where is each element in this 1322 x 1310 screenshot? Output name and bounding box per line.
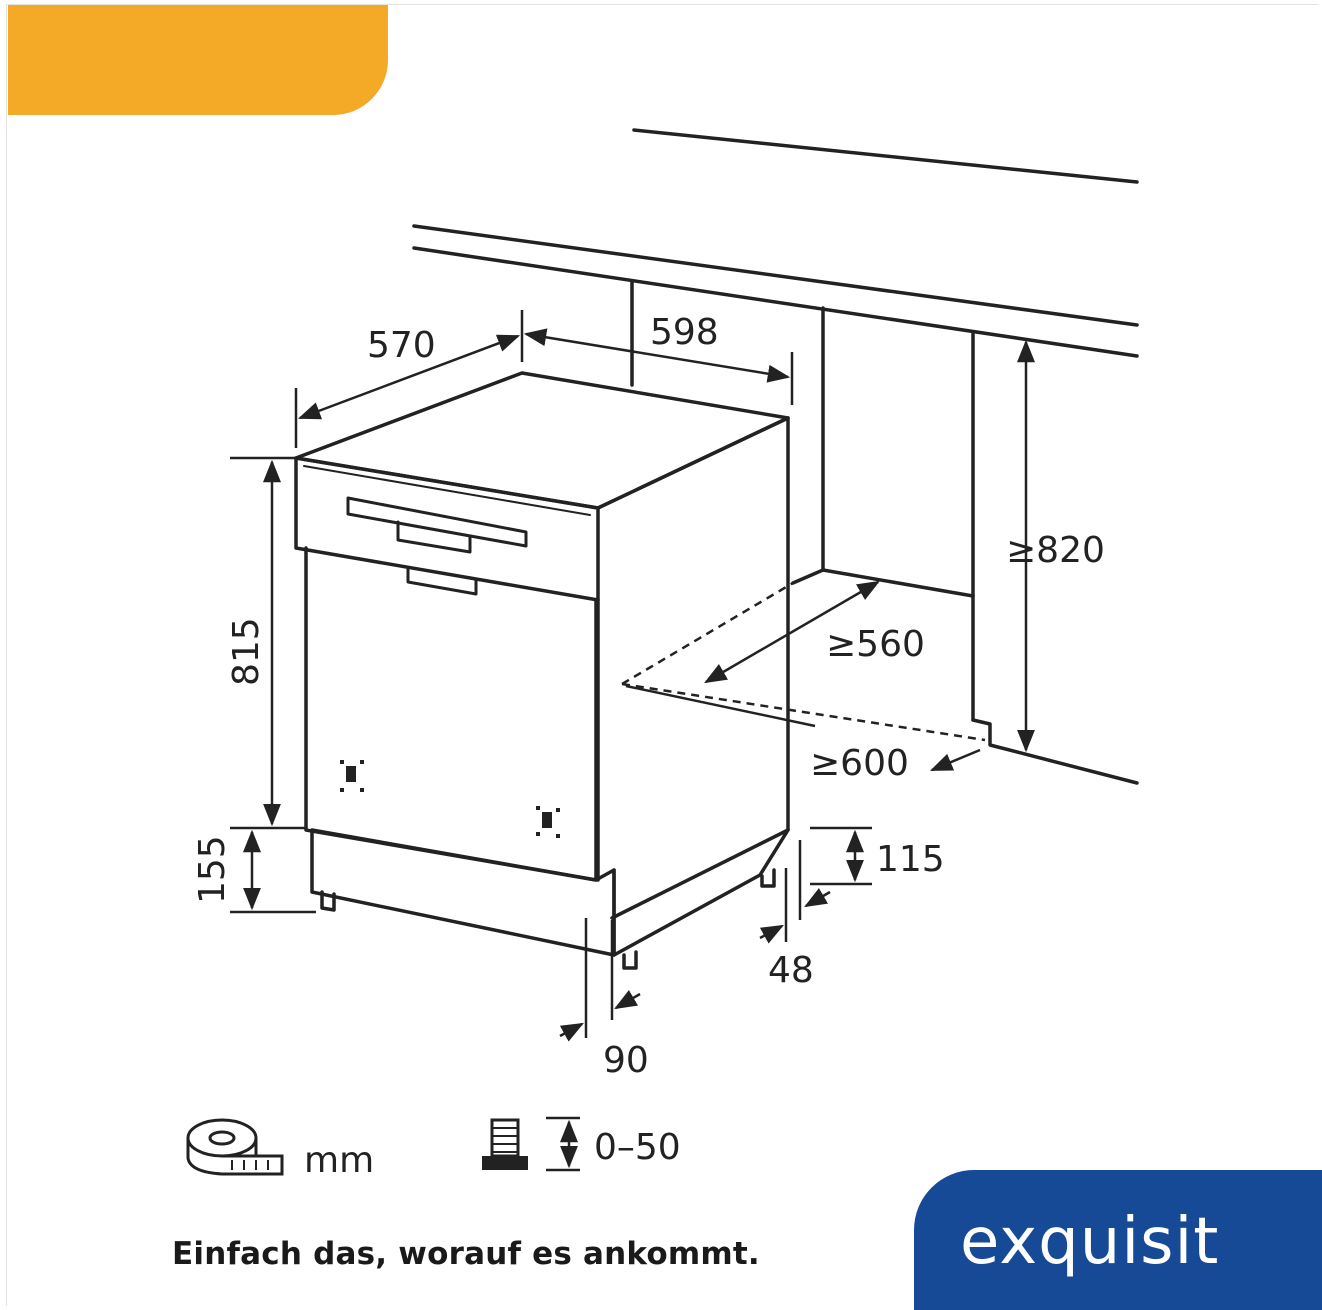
label-niche-height-820: ≥820 (1006, 530, 1105, 571)
tagline: Einfach das, worauf es ankommt. (172, 1236, 760, 1272)
countertop (412, 224, 1139, 358)
foot-left (320, 890, 336, 912)
dim-line-600 (929, 748, 981, 772)
door-latch (406, 566, 478, 596)
dim-line-570 (297, 334, 521, 420)
dim-line-48-left (759, 924, 784, 944)
dim-line-560 (704, 580, 880, 684)
dim-line-90-left (559, 1022, 584, 1042)
dishwasher-top (294, 371, 790, 510)
niche-floor-left (791, 568, 825, 585)
foot-front (622, 950, 638, 970)
label-height-815: 815 (226, 617, 267, 686)
image-frame (6, 4, 1318, 1306)
label-plinth-gap-115: 115 (876, 839, 945, 880)
dim-line-48-right (804, 888, 831, 908)
brand-logo: exquisit (960, 1205, 1220, 1279)
dim-line-598 (523, 328, 791, 383)
wall-line (632, 128, 1139, 184)
plinth (310, 828, 616, 957)
dishwasher-side (596, 416, 790, 920)
dishwasher-door (304, 546, 598, 882)
cabinet-base (971, 718, 1139, 785)
dim-line-90-right (614, 990, 641, 1010)
label-width-598: 598 (650, 312, 719, 353)
niche-floor-back (821, 568, 975, 598)
niche-dashed-left (621, 581, 794, 686)
legend-unit-mm: mm (304, 1140, 374, 1181)
label-depth-570: 570 (367, 325, 436, 366)
legend-foot-range: 0–50 (594, 1127, 681, 1168)
label-plinth-155: 155 (192, 835, 233, 904)
label-niche-width-600: ≥600 (810, 743, 909, 784)
control-panel (294, 456, 600, 602)
tape-measure-icon (186, 1118, 284, 1176)
niche-dashed-front (621, 682, 986, 742)
door-handle (346, 496, 528, 548)
panel-inner-edge (303, 465, 591, 516)
label-niche-depth-560: ≥560 (826, 624, 925, 665)
label-side-offset-48: 48 (768, 950, 814, 991)
door-markers (340, 760, 560, 838)
adjustable-foot-icon (482, 1116, 580, 1172)
label-plinth-depth-90: 90 (603, 1040, 649, 1081)
foot-right (760, 868, 776, 888)
handle-grip (396, 520, 472, 554)
orange-corner-tab (8, 5, 388, 115)
plinth-side (612, 828, 790, 957)
brand-logo-box (914, 1170, 1322, 1310)
